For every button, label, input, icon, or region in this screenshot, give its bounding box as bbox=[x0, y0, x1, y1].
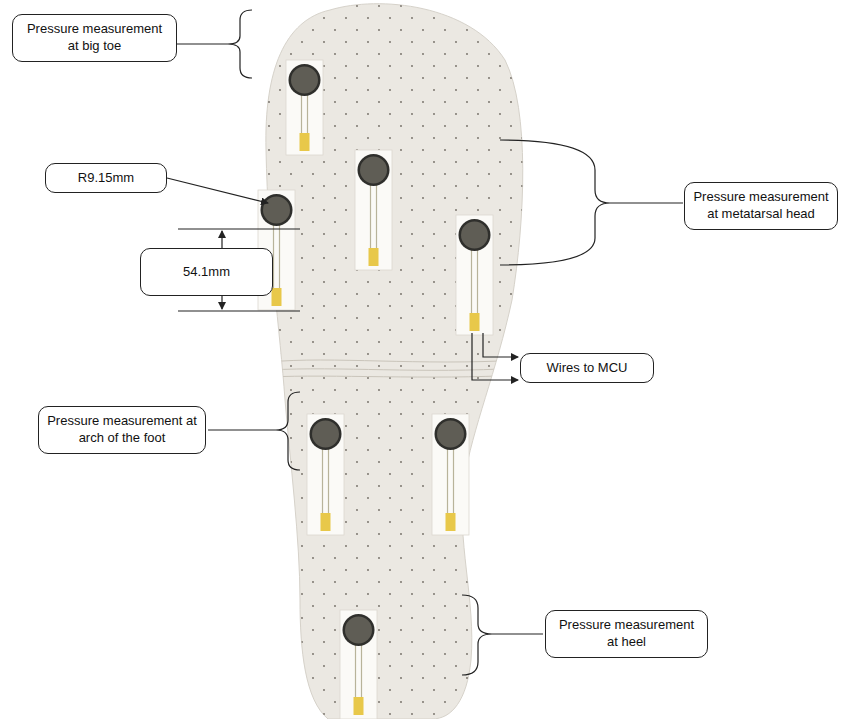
callout-box: Wires to MCU bbox=[520, 353, 654, 384]
wire-leaders bbox=[472, 333, 518, 380]
sensor-pad bbox=[291, 67, 318, 94]
brackets bbox=[177, 10, 683, 675]
callout-text: Pressure measurement at metatarsal head bbox=[693, 189, 829, 223]
sensor-terminal bbox=[272, 288, 282, 306]
callout-box: 54.1mm bbox=[140, 248, 273, 296]
sensor-terminal bbox=[300, 133, 310, 151]
callout-box: Pressure measurement at metatarsal head bbox=[684, 182, 838, 230]
sensor-pad bbox=[437, 421, 464, 448]
sensor-pad bbox=[263, 197, 290, 224]
callout-text: Wires to MCU bbox=[529, 360, 645, 377]
sensor-pad bbox=[345, 617, 372, 644]
sensor-strip bbox=[307, 414, 344, 535]
callout-text: Pressure measurement at arch of the foot bbox=[47, 413, 197, 447]
sensor-strip bbox=[286, 60, 323, 155]
sensor-terminal bbox=[446, 513, 456, 531]
sensor-terminal bbox=[321, 513, 331, 531]
sensor-ring bbox=[261, 194, 293, 226]
sensor-ring bbox=[343, 614, 375, 646]
insole-crease bbox=[270, 360, 520, 377]
sensor-terminal bbox=[470, 313, 480, 331]
force-sensors bbox=[258, 60, 493, 719]
callout-box: R9.15mm bbox=[45, 163, 167, 194]
sensor-pad bbox=[461, 222, 488, 249]
sensor-terminal bbox=[354, 697, 364, 715]
sensor-ring bbox=[289, 64, 321, 96]
callout-box: Pressure measurement at heel bbox=[545, 610, 708, 658]
callout-text: 54.1mm bbox=[149, 264, 264, 281]
sensor-strip bbox=[355, 150, 392, 270]
callout-text: R9.15mm bbox=[54, 170, 158, 187]
sensor-terminal bbox=[369, 248, 379, 266]
callout-text: Pressure measurement at big toe bbox=[21, 21, 168, 55]
sensor-strip bbox=[340, 610, 377, 719]
sensor-ring bbox=[459, 219, 491, 251]
sensor-ring bbox=[435, 418, 467, 450]
sensor-ring bbox=[310, 418, 342, 450]
sensor-strip bbox=[456, 215, 493, 335]
callout-text: Pressure measurement at heel bbox=[554, 617, 699, 651]
sensor-strip bbox=[432, 414, 469, 535]
callout-box: Pressure measurement at arch of the foot bbox=[38, 406, 206, 454]
sensor-pad bbox=[360, 157, 387, 184]
callout-box: Pressure measurement at big toe bbox=[12, 14, 177, 62]
sensor-ring bbox=[358, 154, 390, 186]
sensor-pad bbox=[312, 421, 339, 448]
radius-leader bbox=[167, 178, 268, 203]
